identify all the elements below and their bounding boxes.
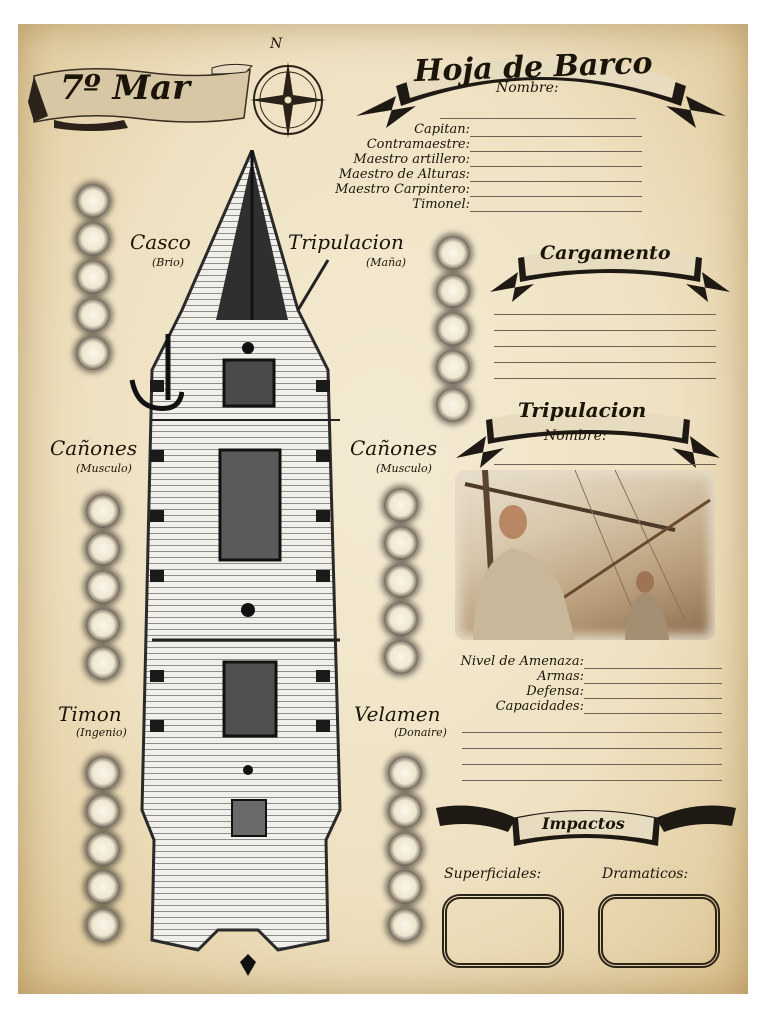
- canones-left-point[interactable]: [86, 646, 120, 680]
- title-banner: [356, 57, 726, 128]
- ship-deck-plan: [140, 150, 342, 976]
- officer-line[interactable]: [470, 211, 642, 212]
- canones-left-point[interactable]: [86, 494, 120, 528]
- crew-title: Tripulacion: [518, 398, 647, 422]
- compass-north-label: N: [270, 36, 283, 52]
- logo-text: 7º Mar: [60, 68, 191, 108]
- officer-label: Maestro de Alturas:: [338, 167, 470, 182]
- timon-point[interactable]: [86, 756, 120, 790]
- crew-field-line[interactable]: [584, 698, 722, 699]
- crew-field-label: Nivel de Amenaza:: [460, 654, 584, 669]
- cargo-banner: [490, 248, 730, 302]
- crew-field-label: Armas:: [537, 669, 584, 684]
- canones-left-point[interactable]: [86, 608, 120, 642]
- timon-point[interactable]: [86, 870, 120, 904]
- tripulacion-point[interactable]: [436, 274, 470, 308]
- cargo-line[interactable]: [494, 314, 716, 315]
- crew-illustration: [455, 470, 715, 640]
- cargo-line[interactable]: [494, 378, 716, 379]
- crew-notes-line[interactable]: [462, 764, 722, 765]
- crew-notes-line[interactable]: [462, 748, 722, 749]
- velamen-point[interactable]: [388, 794, 422, 828]
- casco-point[interactable]: [76, 222, 110, 256]
- canones-right-point[interactable]: [384, 564, 418, 598]
- impacts-title: Impactos: [542, 814, 625, 833]
- casco-point[interactable]: [76, 298, 110, 332]
- compass-rose-icon: [250, 62, 326, 138]
- crew-name-label: Nombre:: [544, 428, 607, 444]
- cargo-line[interactable]: [494, 362, 716, 363]
- crew-field-label: Capacidades:: [495, 699, 584, 714]
- canones-left-label: Cañones: [50, 436, 138, 460]
- superficiales-label: Superficiales:: [444, 866, 542, 882]
- crew-field-label: Defensa:: [526, 684, 584, 699]
- canones-right-sub: (Musculo): [376, 462, 432, 475]
- ship-name-label: Nombre:: [496, 80, 559, 96]
- timon-point[interactable]: [86, 832, 120, 866]
- officer-label: Maestro Carpintero:: [335, 182, 470, 197]
- timon-label: Timon: [58, 702, 122, 726]
- crew-fields: Nivel de Amenaza: Armas: Defensa: Capaci…: [400, 654, 584, 714]
- timon-sub: (Ingenio): [76, 726, 127, 739]
- tripulacion-point[interactable]: [436, 388, 470, 422]
- velamen-point[interactable]: [388, 832, 422, 866]
- crew-name-line[interactable]: [494, 464, 716, 465]
- velamen-sub: (Donaire): [394, 726, 447, 739]
- canones-left-point[interactable]: [86, 532, 120, 566]
- canones-right-label: Cañones: [350, 436, 438, 460]
- officer-line[interactable]: [470, 196, 642, 197]
- tripulacion-sub: (Maña): [366, 256, 407, 269]
- officer-label: Timonel:: [412, 197, 470, 212]
- cargo-line[interactable]: [494, 346, 716, 347]
- velamen-label: Velamen: [354, 702, 441, 726]
- pennant-icon: [211, 63, 254, 75]
- velamen-point[interactable]: [388, 756, 422, 790]
- crew-field-line[interactable]: [584, 668, 722, 669]
- dramaticos-label: Dramaticos:: [602, 866, 689, 882]
- cargo-line[interactable]: [494, 330, 716, 331]
- ship-name-line: [440, 118, 636, 119]
- impacts-banner: [436, 805, 736, 846]
- dramaticos-box[interactable]: [598, 894, 720, 968]
- casco-point[interactable]: [76, 336, 110, 370]
- timon-point[interactable]: [86, 908, 120, 942]
- logo-scroll: [28, 68, 251, 131]
- officer-label: Maestro artillero:: [353, 152, 470, 167]
- officer-line[interactable]: [470, 136, 642, 137]
- canones-right-point[interactable]: [384, 640, 418, 674]
- crew-banner: [456, 409, 720, 468]
- casco-sub: (Brio): [152, 256, 185, 269]
- officer-label: Capitan:: [414, 122, 470, 137]
- crew-notes-line[interactable]: [462, 780, 722, 781]
- officer-line[interactable]: [470, 166, 642, 167]
- tripulacion-point[interactable]: [436, 236, 470, 270]
- crew-field-line[interactable]: [584, 713, 722, 714]
- tripulacion-point[interactable]: [436, 350, 470, 384]
- velamen-point[interactable]: [388, 908, 422, 942]
- tripulacion-label: Tripulacion: [288, 230, 404, 254]
- canones-left-sub: (Musculo): [76, 462, 132, 475]
- casco-point[interactable]: [76, 184, 110, 218]
- velamen-point[interactable]: [388, 870, 422, 904]
- canones-right-point[interactable]: [384, 526, 418, 560]
- superficiales-box[interactable]: [442, 894, 564, 968]
- officer-label: Contramaestre:: [366, 137, 470, 152]
- canones-right-point[interactable]: [384, 602, 418, 636]
- officer-line[interactable]: [470, 151, 642, 152]
- officer-line[interactable]: [470, 181, 642, 182]
- officers-list: Capitan: Contramaestre: Maestro artiller…: [260, 122, 470, 212]
- casco-label: Casco: [130, 230, 191, 254]
- canones-left-point[interactable]: [86, 570, 120, 604]
- anchor-icon: [129, 334, 184, 411]
- timon-point[interactable]: [86, 794, 120, 828]
- crew-notes-line[interactable]: [462, 732, 722, 733]
- crew-field-line[interactable]: [584, 683, 722, 684]
- canones-right-point[interactable]: [384, 488, 418, 522]
- tripulacion-point[interactable]: [436, 312, 470, 346]
- cargo-title: Cargamento: [540, 242, 671, 264]
- casco-point[interactable]: [76, 260, 110, 294]
